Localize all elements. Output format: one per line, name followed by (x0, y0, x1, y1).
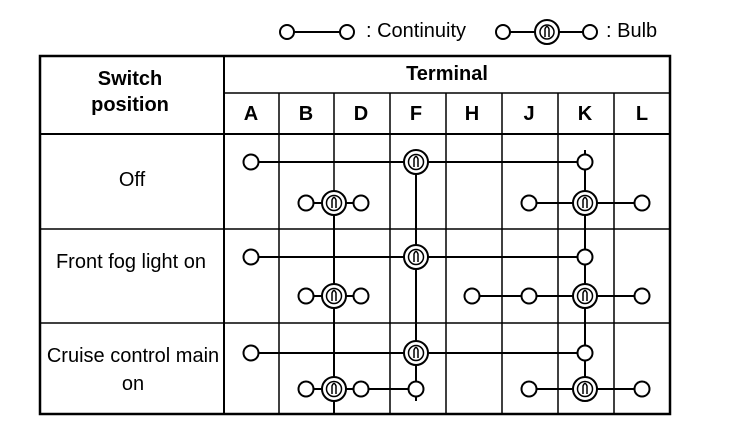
terminal-label-j: J (523, 103, 535, 125)
terminal-label-h: H (464, 103, 480, 125)
row-label-off: Off (118, 169, 146, 191)
bulb-inner (576, 380, 594, 398)
terminal-node (352, 380, 370, 398)
terminal-node (407, 380, 425, 398)
terminal-node (520, 380, 538, 398)
bulb-inner (325, 287, 343, 305)
bulb-outer (403, 244, 429, 270)
terminal-node (633, 380, 651, 398)
bulb-filament (582, 196, 588, 208)
terminal-label-a: A (243, 103, 259, 125)
row-label-cruise-control-main-on: Cruise control main on (46, 345, 220, 395)
terminal-node (633, 287, 651, 305)
terminal-node (352, 287, 370, 305)
bulb-inner (325, 380, 343, 398)
bulb-outer (572, 190, 598, 216)
bulb-filament (331, 289, 337, 301)
switch-position-header: Switch position (91, 68, 169, 116)
legend-continuity-label: : Continuity (366, 20, 467, 42)
bulb-filament (413, 155, 419, 167)
terminal-label-f: F (409, 103, 423, 125)
bulb-inner (325, 194, 343, 212)
terminal-node (576, 248, 594, 266)
bulb-inner (576, 194, 594, 212)
bulb-outer (321, 283, 347, 309)
bulb-outer (321, 376, 347, 402)
legend-symbols (279, 19, 598, 45)
bulb-filament (331, 382, 337, 394)
bulb-outer (572, 376, 598, 402)
terminal-node (520, 287, 538, 305)
terminal-node (297, 194, 315, 212)
terminal-node (576, 344, 594, 362)
continuity-symbol (279, 24, 355, 40)
terminal-node (520, 194, 538, 212)
bulb-inner (576, 287, 594, 305)
bulb-filament (413, 346, 419, 358)
terminal-node (297, 380, 315, 398)
legend: : Continuity : Bulb (0, 0, 736, 60)
terminal-node (352, 194, 370, 212)
terminal-label-d: D (353, 103, 369, 125)
row-label-front-fog-light-on: Front fog light on (55, 251, 207, 273)
bulb-filament (331, 196, 337, 208)
legend-bulb-label: : Bulb (606, 20, 658, 42)
terminal-label-k: K (577, 103, 593, 125)
bulb-outer (403, 149, 429, 175)
bulb-filament (582, 289, 588, 301)
terminal-node (576, 153, 594, 171)
terminal-node (633, 194, 651, 212)
bulb-symbol (495, 19, 598, 45)
bulb-filament (582, 382, 588, 394)
bulb-outer (572, 283, 598, 309)
bulb-filament (413, 250, 419, 262)
terminal-node (242, 248, 260, 266)
bulb-outer (403, 340, 429, 366)
bulb-inner (407, 248, 425, 266)
terminal-node (463, 287, 481, 305)
terminal-label-l: L (635, 103, 649, 125)
terminal-node (242, 344, 260, 362)
terminal-header: Terminal (406, 63, 488, 85)
bulb-outer (321, 190, 347, 216)
table-border (38, 54, 672, 416)
bulb-inner (407, 153, 425, 171)
bulb-inner (407, 344, 425, 362)
terminal-node (297, 287, 315, 305)
terminal-label-b: B (298, 103, 314, 125)
terminal-node (242, 153, 260, 171)
